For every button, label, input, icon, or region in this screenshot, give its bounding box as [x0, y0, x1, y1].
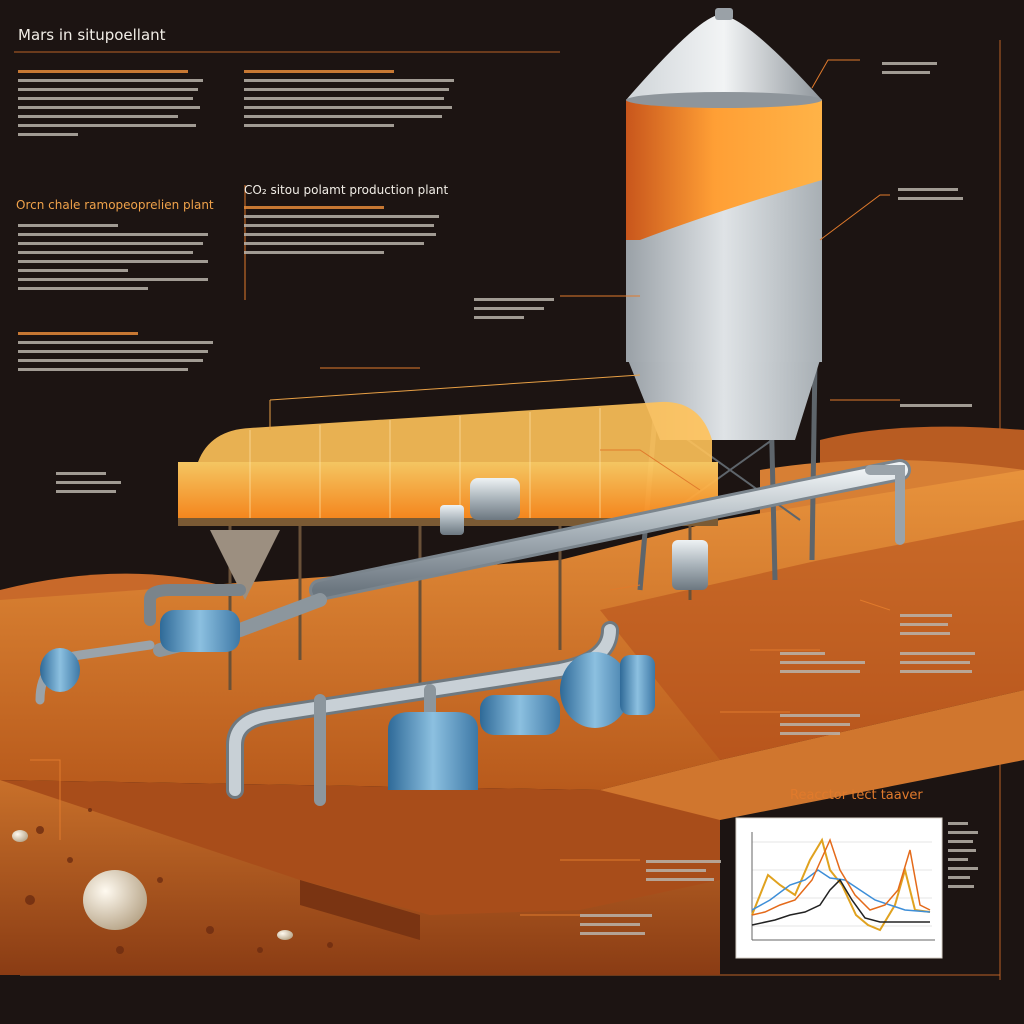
label-pump-2	[780, 708, 870, 741]
text-block-lower-left	[18, 326, 218, 377]
page-title: Mars in situpoellant	[18, 26, 166, 44]
text-block-top-center	[244, 64, 459, 133]
label-pump-1	[780, 646, 870, 679]
pipeline	[35, 459, 911, 806]
label-greenhouse	[56, 466, 126, 499]
label-silo-mid	[898, 182, 968, 206]
chart-series-orange	[751, 837, 931, 916]
chart-series-black	[751, 878, 930, 926]
callout-line	[30, 59, 900, 916]
reactor-test-chart	[735, 817, 943, 959]
plant-heading-center: CO₂ sitou polamt production plant	[244, 183, 449, 197]
label-soil-2	[580, 908, 660, 941]
text-block-mid-left	[18, 218, 213, 296]
pebble	[83, 870, 147, 930]
text-block-top-left	[18, 64, 208, 142]
label-silo-top	[882, 56, 942, 80]
label-right-1	[900, 608, 960, 641]
label-right-2	[900, 646, 980, 679]
label-soil-1	[646, 854, 726, 887]
chart-series-blue	[751, 869, 931, 913]
soil-foreground	[0, 780, 720, 975]
plant-heading-left: Orcn chale ramopeoprelien plant	[16, 198, 214, 212]
chart-title: Reacctor tect taaver	[790, 788, 923, 803]
label-silo-legs	[900, 398, 980, 413]
chart-legend-text	[948, 816, 988, 894]
label-silo-feed	[474, 292, 564, 325]
pump-unit	[40, 478, 708, 790]
text-block-mid-center	[244, 200, 444, 260]
